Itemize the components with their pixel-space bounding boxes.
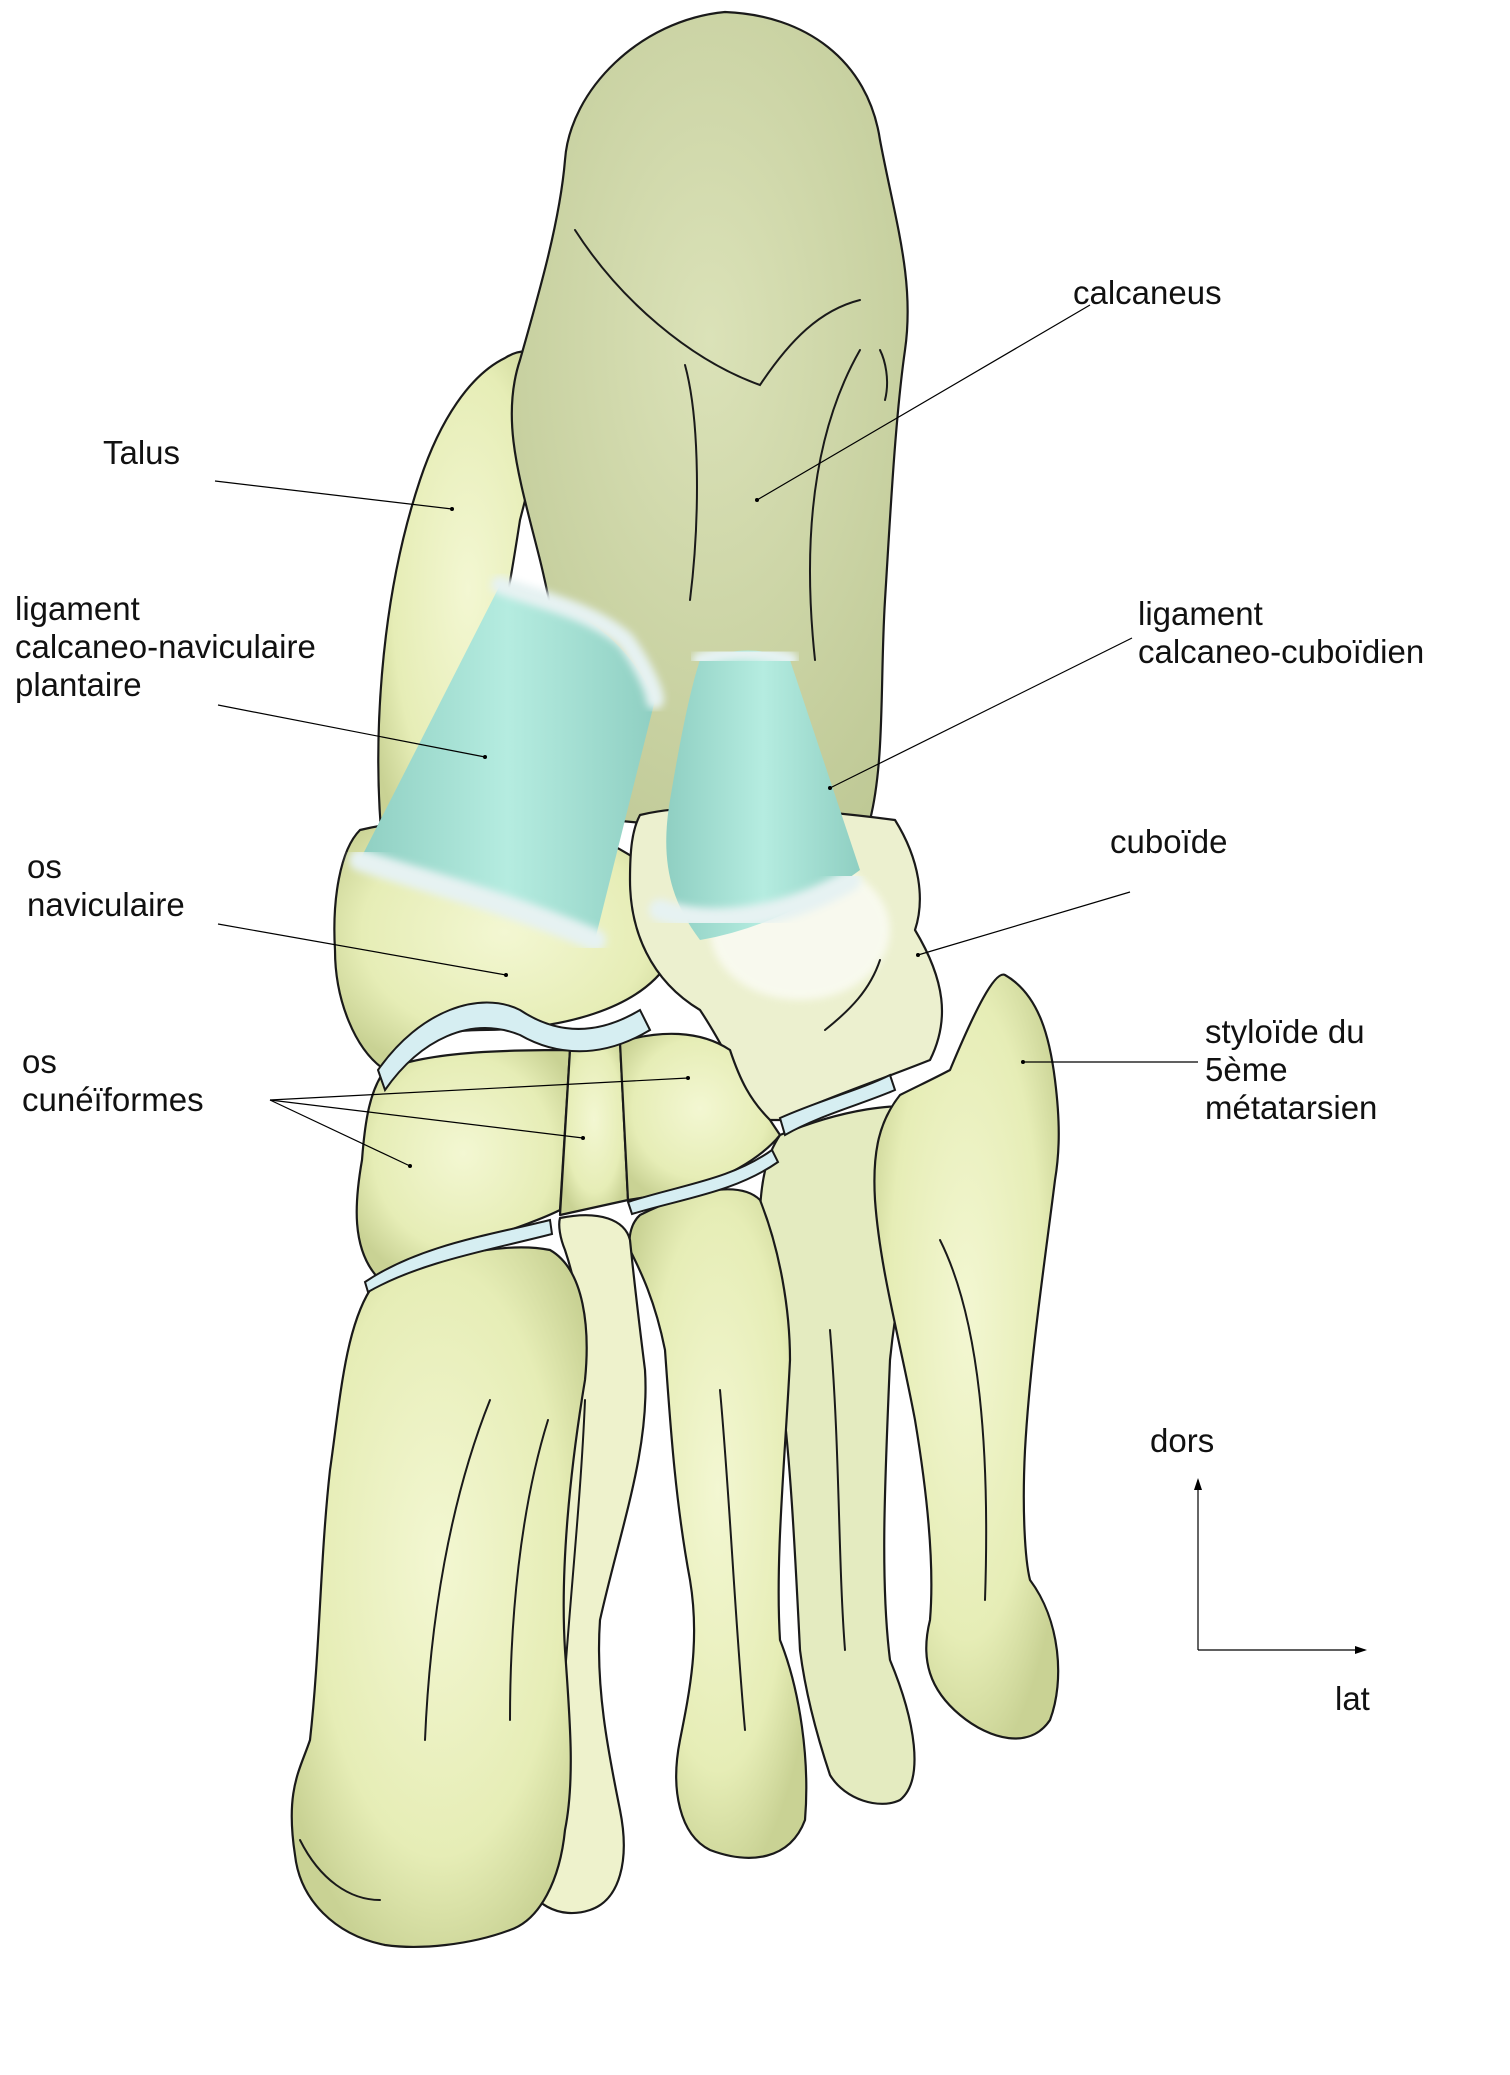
metatarsal-5-bone: [873, 973, 1060, 1740]
leader-cuneiforme-1: [269, 1077, 689, 1101]
label-dors: dors: [1150, 1422, 1215, 1459]
leader-ligament-cn: [217, 704, 486, 758]
calcaneus-contour: [879, 349, 889, 401]
label-cuboide: cuboïde: [1110, 823, 1228, 860]
label-os-naviculaire: os naviculaire: [27, 848, 185, 923]
up-arrow-icon: [1194, 1478, 1202, 1490]
calcaneus-contour: [809, 349, 861, 661]
label-talus: Talus: [103, 434, 181, 471]
leader-cuboide: [917, 891, 1131, 956]
leader-calcaneus: [756, 304, 1091, 501]
metatarsal-1-contour: [424, 1399, 491, 1741]
leader-cuneiforme-3: [269, 1099, 411, 1167]
label-ligament-calcaneo-cuboidien: ligament calcaneo-cuboïdien: [1138, 595, 1425, 670]
label-calcaneus: calcaneus: [1073, 274, 1222, 311]
leader-ligament-cc: [829, 637, 1133, 789]
calcaneo-cuboid-ligament: [649, 644, 861, 940]
talonavicular-cartilage: [376, 1001, 652, 1093]
calcaneus-contour: [574, 229, 861, 387]
calcaneocuboid-cartilage: [778, 1073, 897, 1137]
metatarsal-5-contour: [939, 1239, 988, 1601]
tarsometatarsal-cartilage: [363, 1218, 554, 1294]
orientation-axes: [1194, 1478, 1367, 1654]
metatarsal-4-contour: [829, 1329, 846, 1651]
right-arrow-icon: [1355, 1646, 1367, 1654]
calcaneo-navicular-ligament: [349, 576, 664, 951]
leader-lines: [214, 304, 1198, 1168]
metatarsal-3-bone: [628, 1188, 808, 1859]
metatarsal-1-contour: [299, 1839, 381, 1901]
metatarsal-1-contour: [509, 1419, 549, 1721]
label-styloide: styloïde du 5ème métatarsien: [1205, 1013, 1378, 1126]
calcaneus-contour: [684, 364, 698, 601]
leader-naviculaire: [217, 923, 507, 976]
metatarsal-3-contour: [719, 1389, 746, 1731]
label-ligament-calcaneo-naviculaire: ligament calcaneo-naviculaire plantaire: [15, 590, 316, 703]
cuboid-contour: [824, 959, 881, 1031]
label-os-cuneiformes: os cunéïformes: [22, 1043, 204, 1118]
leader-cuneiforme-2: [269, 1099, 584, 1139]
leader-talus: [214, 480, 453, 510]
tarsometatarsal-cartilage: [626, 1148, 780, 1216]
intermediate-cuneiform-bone: [558, 1040, 630, 1217]
label-lat: lat: [1335, 1680, 1370, 1717]
